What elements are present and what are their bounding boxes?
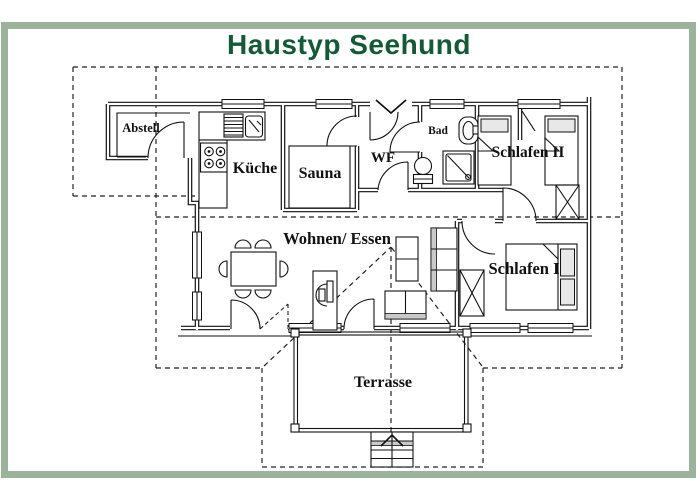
sideboard xyxy=(395,236,419,282)
loveseat xyxy=(384,290,427,320)
sofa xyxy=(430,227,458,292)
washbasin-icon xyxy=(458,116,480,145)
room-label-wf: WF xyxy=(371,150,395,166)
room-label-abstell: Abstell xyxy=(122,121,160,135)
entrance xyxy=(369,99,407,141)
bedroom2-furniture xyxy=(477,115,580,220)
room-label-terrasse: Terrasse xyxy=(354,374,412,391)
windows xyxy=(178,99,592,337)
steps-up-arrow-icon xyxy=(380,433,404,447)
bedroom1-furniture xyxy=(459,243,578,317)
entrance-door-arc xyxy=(369,111,399,141)
bath-door-arc xyxy=(389,121,421,153)
terrace xyxy=(290,328,472,468)
entrance-arrow-icon xyxy=(375,99,407,115)
roof-outline-dashed xyxy=(72,66,623,468)
single-bed xyxy=(477,115,512,186)
kitchen-counter xyxy=(198,111,266,209)
abstell-room xyxy=(116,112,190,159)
wardrobe-icon xyxy=(459,269,485,317)
terrace-steps xyxy=(370,431,414,468)
room-label-kueche: Küche xyxy=(233,160,277,177)
hall-door-arc xyxy=(377,161,409,191)
room-label-sauna: Sauna xyxy=(299,165,342,182)
sauna-bench xyxy=(288,145,351,209)
terrace-door-arc xyxy=(343,298,375,330)
double-bed xyxy=(505,243,578,311)
closet-niche-door xyxy=(521,110,536,132)
kitchen-sink-icon xyxy=(244,115,264,138)
bathroom-fixtures xyxy=(412,116,480,185)
dining-table xyxy=(218,239,289,299)
bedroom2-door-arc xyxy=(502,187,537,222)
page-title: Haustyp Seehund xyxy=(227,29,471,60)
room-label-bad: Bad xyxy=(428,125,448,137)
french-door-dashed-leaf xyxy=(259,303,289,330)
single-bed xyxy=(544,115,579,186)
room-label-schlafen1: Schlafen I xyxy=(488,259,559,278)
room-label-schlafen2: Schlafen II xyxy=(492,144,565,161)
tv-stand-icon xyxy=(312,270,338,331)
sauna-room xyxy=(288,115,358,209)
shower-icon xyxy=(442,150,475,185)
abstell-door-arc xyxy=(147,121,185,159)
bedroom1-door-arc xyxy=(461,220,496,255)
room-label-wohnen: Wohnen/ Essen xyxy=(283,229,391,248)
frame-border xyxy=(1,22,696,478)
stove-icon xyxy=(199,142,228,173)
wardrobe-icon xyxy=(555,184,580,220)
toilet-icon xyxy=(412,156,434,185)
hall-doors xyxy=(377,110,537,255)
terrace-french-door-arc xyxy=(230,299,261,330)
living-furniture xyxy=(218,227,458,331)
sauna-door-arc xyxy=(326,115,358,147)
roof-hip-lines xyxy=(263,246,483,466)
